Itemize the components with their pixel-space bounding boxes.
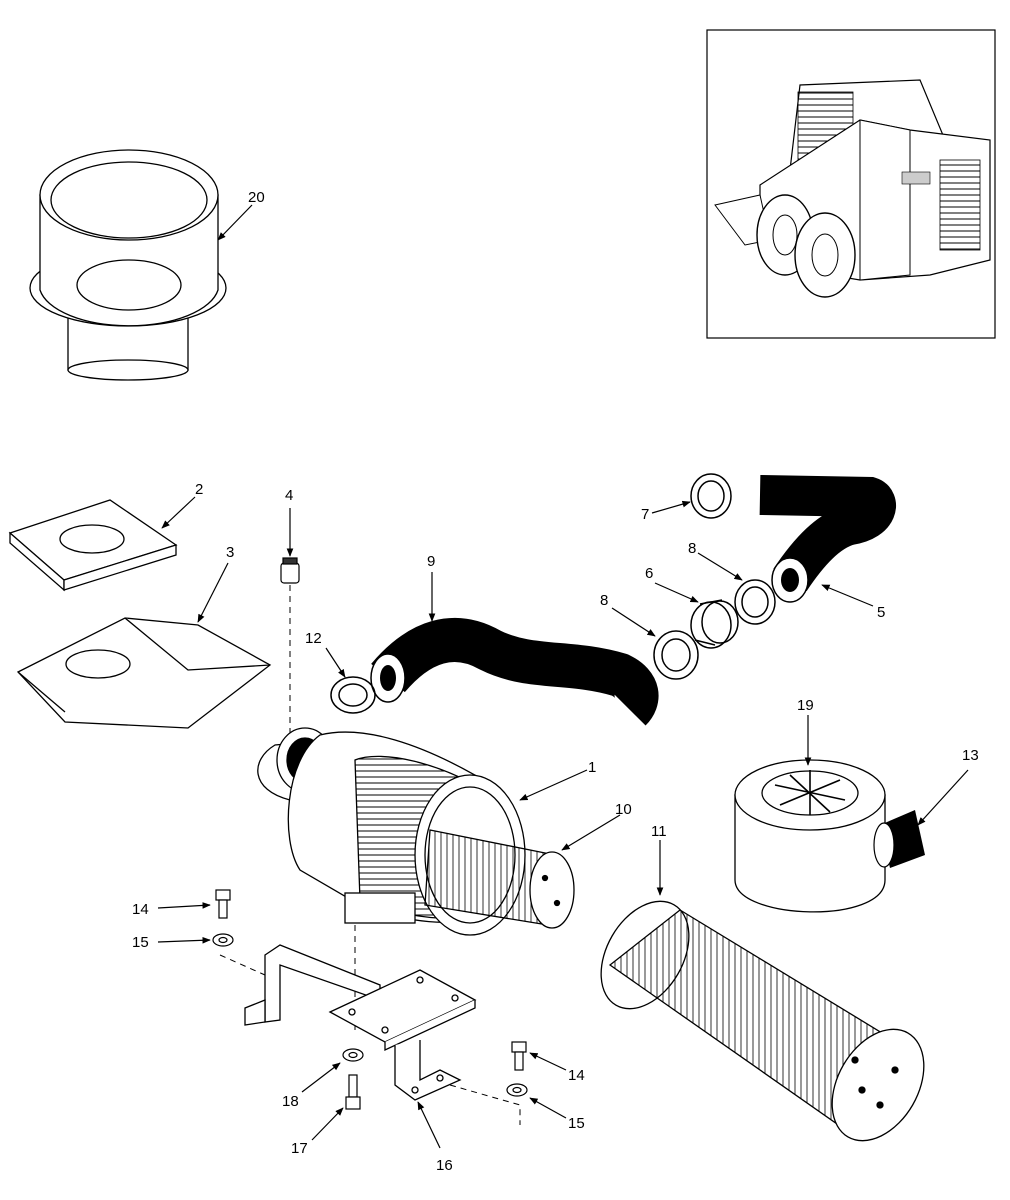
callout-8-upper: 8: [688, 540, 696, 557]
callout-17: 17: [291, 1140, 308, 1157]
part-8-clamp-a: [653, 630, 699, 680]
part-14-bolt-b: [511, 1041, 527, 1071]
part-20-precleaner: [29, 149, 227, 381]
callout-15-right: 15: [568, 1115, 585, 1132]
callout-5: 5: [877, 604, 885, 621]
part-5-hose: [759, 475, 896, 603]
callout-13: 13: [962, 747, 979, 764]
clamps: [330, 473, 776, 714]
part-17-bolt: [345, 1074, 361, 1110]
callout-11: 11: [651, 823, 667, 840]
part-15-washer-a: [212, 933, 234, 947]
part-9-hose: [370, 617, 659, 726]
part-7-clamp: [690, 473, 732, 519]
part-10-inner-filter: [424, 829, 575, 929]
part-4-fitting: [280, 557, 300, 584]
part-3-adapter: [16, 617, 272, 729]
callout-12: 12: [305, 630, 322, 647]
part-15-washer-b: [506, 1083, 528, 1097]
machine-inset: [706, 29, 996, 339]
callout-15-left: 15: [132, 934, 149, 951]
callout-6: 6: [645, 565, 653, 582]
callout-1: 1: [588, 759, 596, 776]
callout-2: 2: [195, 481, 203, 498]
callout-9: 9: [427, 553, 435, 570]
part-13-valve: [873, 810, 925, 868]
hardware: [212, 889, 528, 1110]
callout-4: 4: [285, 487, 293, 504]
callout-18: 18: [282, 1093, 299, 1110]
callout-16: 16: [436, 1157, 453, 1174]
part-8-clamp-b: [734, 579, 776, 625]
callout-7: 7: [641, 506, 649, 523]
part-12-clamp: [330, 676, 376, 714]
part-18-washer: [342, 1048, 364, 1062]
part-14-bolt-a: [215, 889, 231, 919]
callout-14-right: 14: [568, 1067, 585, 1084]
leader-lines: [157, 204, 969, 1149]
part-11-outer-filter: [600, 900, 925, 1142]
callout-3: 3: [226, 544, 234, 561]
callout-14-left: 14: [132, 901, 149, 918]
callout-10: 10: [615, 801, 632, 818]
part-19-precleaner: [734, 759, 886, 913]
callout-19: 19: [797, 697, 814, 714]
callout-20: 20: [248, 189, 265, 206]
part-6-coupling: [690, 599, 739, 649]
callout-8-lower: 8: [600, 592, 608, 609]
callout-numbers: 20 2 3 4 9 12 7 6 8 8 5 1 10 19 13 11 14…: [132, 189, 979, 1174]
part-2-gasket: [8, 499, 178, 592]
part-16-bracket: [244, 944, 477, 1101]
